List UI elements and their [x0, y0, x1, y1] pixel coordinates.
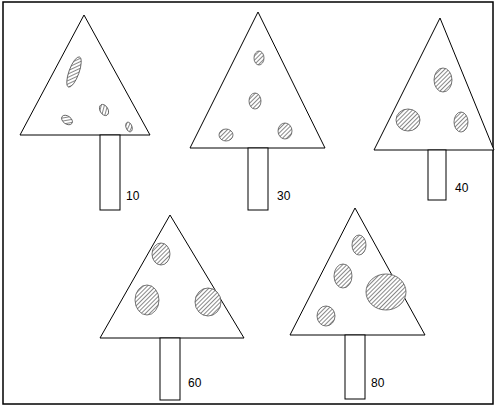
callout-number: 80: [371, 377, 384, 389]
trees: [20, 12, 494, 400]
callout-number: 40: [455, 182, 468, 194]
spots: [60, 51, 468, 326]
callout-number: 60: [188, 377, 201, 389]
callout-number: 10: [126, 190, 139, 202]
frame: [3, 2, 493, 404]
callout-number: 30: [277, 190, 290, 202]
